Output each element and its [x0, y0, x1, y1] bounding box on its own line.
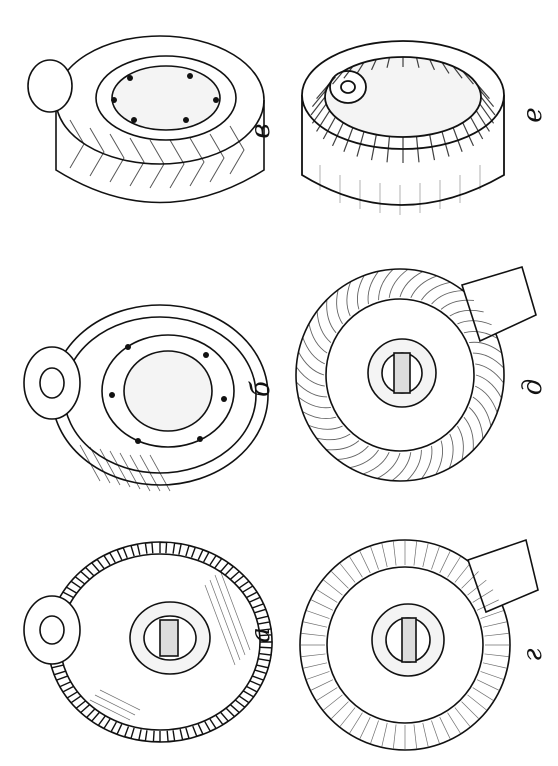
herringbone-gear-icon — [27, 35, 265, 204]
internal-gear-icon — [301, 40, 505, 215]
panel-label-v: в — [246, 123, 276, 139]
panel-label-e: е — [518, 107, 548, 123]
spur-gear-icon — [23, 541, 273, 743]
bevel-gear-icon — [299, 538, 539, 751]
panel-label-g: г — [518, 648, 548, 662]
panel-label-a: а — [246, 627, 276, 643]
panel-label-b: б — [246, 381, 276, 397]
spiral-bevel-gear-icon — [295, 266, 537, 482]
helical-gear-icon — [23, 304, 269, 492]
panel-label-d: д — [518, 378, 548, 396]
